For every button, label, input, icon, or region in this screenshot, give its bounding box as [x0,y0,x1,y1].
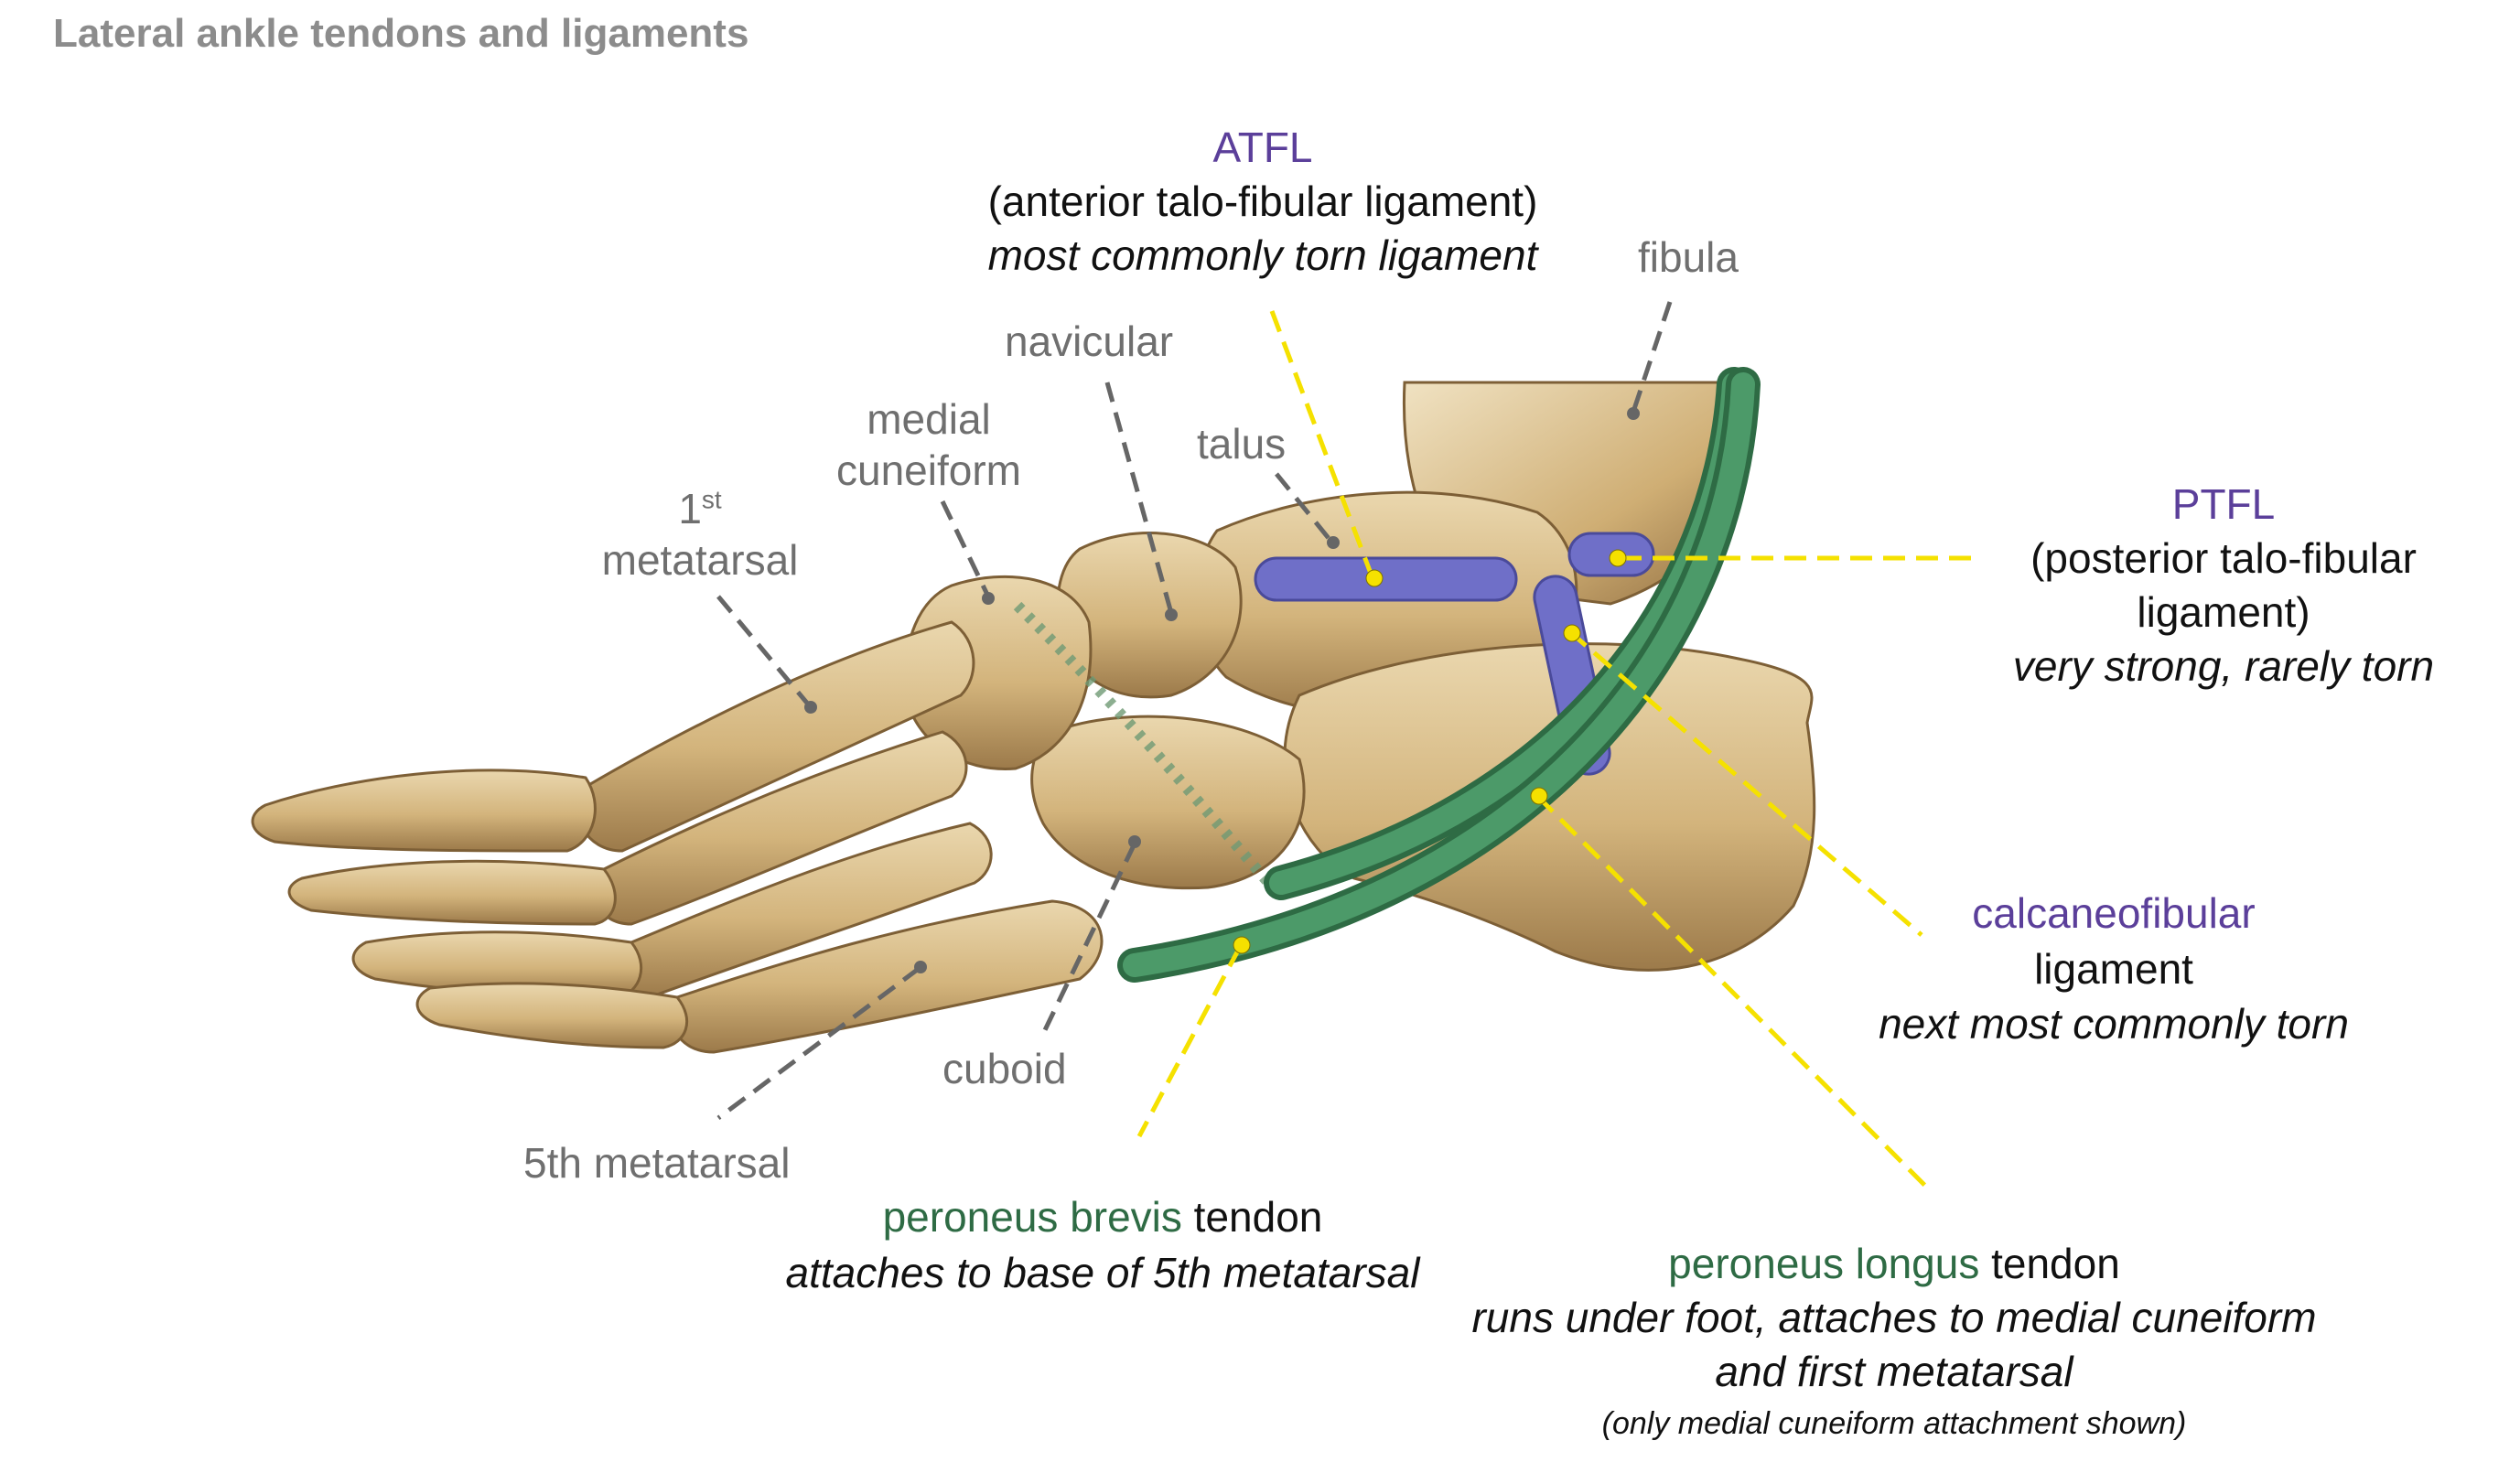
peroneus-longus-note-line2: and first metatarsal [1715,1347,2073,1395]
peroneus-longus-heading: peroneus longus tendon [1446,1237,2342,1291]
atfl-leader [1269,310,1375,579]
ptfl-full-line1: (posterior talo-fibular [2030,533,2417,582]
first-metatarsal-superscript: st [701,485,722,514]
atfl-ligament [1254,556,1518,602]
calcaneofibular-word: ligament [2034,944,2193,993]
navicular-leader [1104,382,1174,614]
bone-leader-dots [804,407,1640,973]
calcaneofibular-annotation: calcaneofibular ligament next most commo… [1858,886,2370,1052]
fibula-leader [1631,301,1673,413]
cuboid-leader [1040,842,1137,1036]
peroneus-brevis-tendon-fill [1123,372,1755,977]
peroneus-brevis-word: tendon [1181,1193,1323,1241]
cuboid-bone [1030,715,1306,890]
peroneus-brevis-note: attaches to base of 5th metatarsal [785,1248,1420,1296]
peroneus-longus-note-line3: (only medial cuneiform attachment shown) [1601,1405,2187,1441]
first-metatarsal-leader [716,595,812,708]
ptfl-name: PTFL [2171,480,2276,528]
peroneus-brevis-name: peroneus brevis [882,1193,1182,1241]
navicular-label: navicular [1005,317,1174,365]
tendons [1117,367,1761,983]
fifth-metatarsal-leader [716,965,921,1121]
metatarsal-5 [670,899,1104,1054]
page-title: Lateral ankle tendons and ligaments [53,11,749,56]
peroneus-longus-name: peroneus longus [1668,1240,1980,1287]
toe-5 [415,982,689,1049]
calcaneofibular-note: next most commonly torn [1879,1000,2349,1048]
peroneus-longus-hidden-path [1011,599,1281,896]
ptfl-annotation: PTFL (posterior talo-fibular ligament) v… [1995,478,2452,693]
fifth-metatarsal-label: 5th metatarsal [523,1139,791,1187]
metatarsal-2 [593,730,968,926]
toe-2 [287,859,617,926]
atfl-name: ATFL [1212,124,1313,171]
atfl-note: most commonly torn ligament [987,231,1538,279]
fibula-label: fibula [1638,233,1739,281]
talus-leader [1275,472,1333,543]
ptfl-full-line2: ligament) [2137,587,2310,636]
bone-leaders [716,301,1673,1121]
first-metatarsal-number: 1 [678,485,702,532]
toe-1 [251,769,597,853]
atfl-annotation: ATFL (anterior talo-fibular ligament) mo… [970,121,1556,283]
structure-leaders [1136,310,1976,1193]
medial-cuneiform-label-line1: medial [867,395,991,443]
medial-cuneiform-label: medial cuneiform [824,393,1034,496]
metatarsal-1 [576,620,975,853]
peroneus-brevis-annotation: peroneus brevis tendon attaches to base … [769,1189,1437,1300]
medial-cuneiform-leader [940,500,991,598]
peroneus-longus-leader [1535,794,1933,1193]
first-metatarsal-label: 1st metatarsal [595,483,805,586]
peroneus-brevis-leader [1136,945,1243,1138]
peroneus-longus-note-line1: runs under foot, attaches to medial cune… [1471,1293,2317,1341]
structure-leader-dots [1233,549,1627,954]
medial-cuneiform-label-line2: cuneiform [836,446,1021,495]
cuboid-label: cuboid [942,1045,1067,1092]
ptfl-note: very strong, rarely torn [2012,641,2435,690]
peroneus-longus-word: tendon [1979,1240,2120,1287]
calcaneofibular-leader [1567,629,1923,937]
talus-label: talus [1197,420,1287,468]
peroneus-brevis-heading: peroneus brevis tendon [769,1189,1437,1245]
atfl-full-name: (anterior talo-fibular ligament) [987,177,1538,225]
calcaneofibular-name: calcaneofibular [1972,889,2256,937]
peroneus-longus-annotation: peroneus longus tendon runs under foot, … [1446,1237,2342,1444]
first-metatarsal-label-line1: 1st [595,483,805,534]
first-metatarsal-label-line2: metatarsal [601,536,799,585]
